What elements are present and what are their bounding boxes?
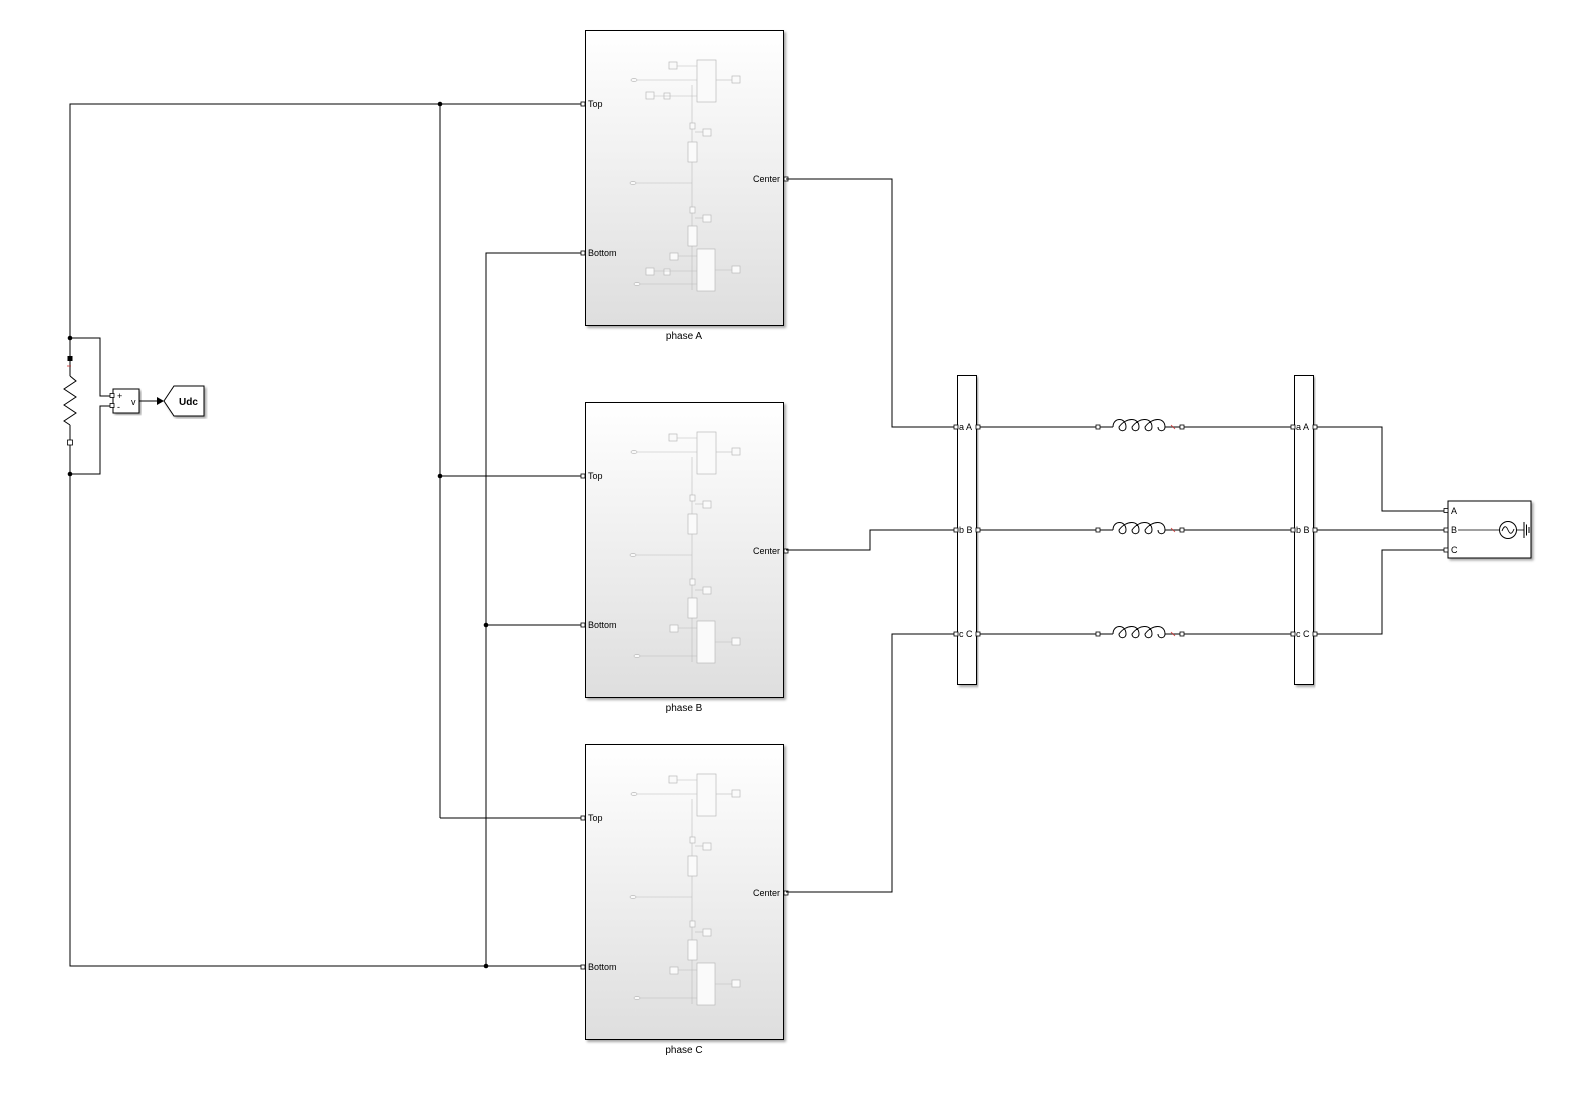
sensor-plus-label: +	[117, 391, 122, 401]
inductor-b-block[interactable]	[1095, 522, 1185, 535]
port-center-label: Center	[753, 546, 780, 556]
junction-dot	[483, 622, 489, 628]
wire-bottom-rail	[69, 443, 582, 967]
wire-bottom-bus	[485, 252, 582, 966]
ac-wires	[786, 178, 1446, 893]
wire-center-a	[786, 178, 955, 428]
bus-port-label: b B	[959, 525, 973, 535]
three-phase-source-block[interactable]: A B C	[1443, 500, 1532, 559]
port-top-label: Top	[588, 471, 603, 481]
wire-center-c	[786, 633, 955, 893]
port-bottom-label: Bottom	[588, 620, 617, 630]
subsystem-preview	[629, 59, 741, 292]
subsystem-caption: phase A	[666, 331, 702, 342]
wire-center-b	[786, 529, 955, 551]
port-bottom-label: Bottom	[588, 248, 617, 258]
wire-top-rail	[69, 103, 582, 358]
three-phase-buses: a A b B c C a A b B c C	[953, 375, 1318, 685]
sensor-out-label: v	[131, 397, 136, 407]
dc-resistor-block[interactable]	[63, 356, 77, 446]
junction-dot	[67, 471, 73, 477]
wire-sensor-plus	[70, 337, 111, 397]
inductor-coil-icon	[1112, 419, 1166, 432]
bus-port-label: c C	[959, 629, 973, 639]
bus-left-block[interactable]: a A b B c C	[953, 375, 981, 685]
junction-dot	[483, 963, 489, 969]
inductors	[1095, 419, 1185, 639]
wire-bus-src-a	[1316, 426, 1446, 512]
goto-tag-label: Udc	[179, 397, 198, 408]
subsystem-caption: phase C	[665, 1045, 702, 1056]
inductor-c-block[interactable]	[1095, 626, 1185, 639]
source-port-a: A	[1451, 506, 1457, 516]
junction-dot	[437, 101, 443, 107]
wire-bus-src-c	[1316, 549, 1446, 635]
source-port-b: B	[1451, 525, 1457, 535]
source-port-c: C	[1451, 545, 1458, 555]
bus-port-label: a A	[1296, 422, 1309, 432]
port-top-label: Top	[588, 99, 603, 109]
voltage-sensor-block[interactable]: + - v	[109, 388, 140, 414]
dc-wires	[67, 101, 582, 969]
ground-icon	[1523, 522, 1530, 538]
inductor-a-block[interactable]	[1095, 419, 1185, 432]
bus-right-block[interactable]: a A b B c C	[1290, 375, 1318, 685]
bus-port-label: b B	[1296, 525, 1310, 535]
subsystem-preview	[629, 773, 741, 1006]
port-center-label: Center	[753, 174, 780, 184]
sensor-minus-label: -	[117, 402, 120, 412]
bus-port-label: a A	[959, 422, 972, 432]
arrow-icon	[157, 397, 164, 405]
subsystem-preview	[629, 431, 741, 664]
port-center-label: Center	[753, 888, 780, 898]
port-top-label: Top	[588, 813, 603, 823]
wire-sensor-minus	[70, 405, 111, 475]
bus-port-label: c C	[1296, 629, 1310, 639]
subsystem-caption: phase B	[666, 703, 703, 714]
junction-dot	[67, 335, 73, 341]
goto-udc-block[interactable]: Udc	[163, 385, 205, 417]
inductor-coil-icon	[1112, 522, 1166, 535]
inductor-coil-icon	[1112, 626, 1166, 639]
port-bottom-label: Bottom	[588, 962, 617, 972]
junction-dot	[437, 473, 443, 479]
